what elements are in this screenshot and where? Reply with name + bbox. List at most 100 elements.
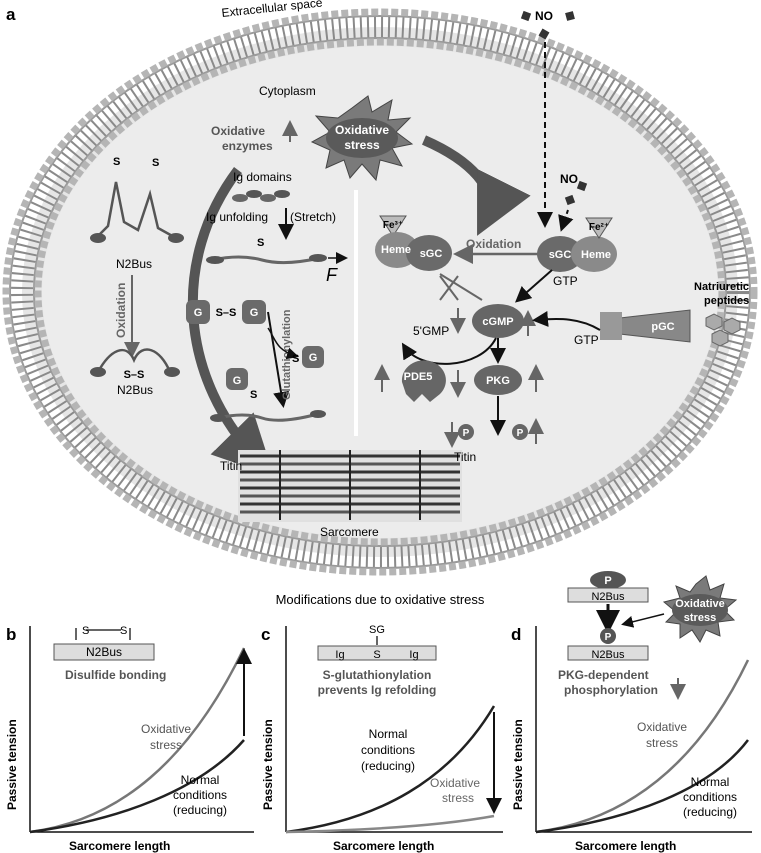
gssg-g-right: G (250, 307, 259, 319)
cgmp-label: cGMP (482, 316, 513, 328)
no-inner-arrow (558, 209, 574, 232)
no-inner-molecule-1 (576, 180, 588, 192)
glutathionylation-arrow (267, 311, 289, 408)
d-n2bus-bottom-label: N2Bus (591, 649, 625, 661)
gssg-ss-label: S–S (216, 307, 237, 319)
sarcomere (238, 450, 462, 522)
d-p-bottom-label: P (605, 632, 612, 643)
cgmp-degradation-arrow (401, 337, 497, 365)
c-s-label: S (373, 649, 380, 661)
n2bus-oxidized-strand (96, 348, 172, 373)
d-p-top-label: P (604, 575, 611, 587)
no-molecules (520, 10, 575, 40)
d-p-bottom-circle (600, 628, 616, 644)
gtp-pgc-label: GTP (574, 333, 599, 347)
pkg-node (474, 365, 522, 395)
d-label-2: phosphorylation (564, 683, 658, 697)
stretch-label: (Stretch) (290, 210, 336, 224)
b-lower-label-2: conditions (173, 788, 227, 802)
pgc-label: pGC (651, 321, 674, 333)
c-lower-curve (285, 814, 495, 834)
n2bus-oxidized-ig-left (90, 367, 106, 377)
b-upper-label-2: stress (150, 738, 182, 752)
no-top-label: NO (535, 9, 553, 23)
panel-b-letter: b (6, 625, 16, 644)
d-upper-label-1: Oxidative (637, 720, 687, 734)
glut-ig-left (210, 414, 226, 422)
n2bus-reduced-strand (95, 181, 177, 240)
c-ig-box (317, 645, 437, 661)
unfolded-titin-strand (211, 255, 321, 265)
ig-domains-label: Ig domains (233, 170, 292, 184)
pkg-label: PKG (486, 375, 510, 387)
sgc-to-cgmp-arrow (515, 269, 553, 303)
stress-to-sgc-arrow (422, 135, 531, 236)
glut-ig-right (310, 410, 326, 418)
c-upper-label-1: Normal (369, 727, 408, 741)
oxidative-stress-star (310, 95, 414, 182)
natriuretic-peptides-icon (705, 313, 741, 347)
d-stress-label-2: stress (684, 612, 716, 624)
d-lower-label-3: (reducing) (683, 805, 737, 819)
oxidative-enzymes-label-2: enzymes (222, 139, 273, 153)
figure-caption: Modifications due to oxidative stress (276, 592, 485, 607)
gsh-s-label: S (292, 353, 299, 365)
sgc-right-label: sGC (549, 249, 572, 261)
pgc-receptor (600, 309, 691, 343)
oxidized-sgc-link (439, 273, 483, 301)
oxidative-stress-label-1: Oxidative (335, 123, 389, 137)
force-label: F (326, 265, 338, 285)
sgc-oxidized (375, 215, 452, 271)
c-label-2: prevents Ig refolding (318, 683, 437, 697)
oxidative-enzymes-label-1: Oxidative (211, 124, 265, 138)
b-n2bus-label: N2Bus (86, 645, 122, 659)
pde5-node (401, 360, 446, 402)
pde5-label: PDE5 (404, 371, 433, 383)
panel-c-letter: c (261, 625, 270, 644)
n2bus-reduced-ig-right (168, 233, 184, 243)
blocked-x-icon (439, 275, 459, 301)
c-label-1: S-glutathionylation (323, 668, 432, 682)
oxidation-right-label: Oxidation (466, 237, 521, 251)
n2bus-s-left: S (113, 156, 120, 168)
gssg-g-left: G (194, 307, 203, 319)
gsh-g-label: G (309, 352, 318, 364)
d-stress-label-1: Oxidative (675, 598, 725, 610)
heme-right-label: Heme (581, 249, 611, 261)
fe3-label: Fe³⁺ (383, 220, 403, 231)
oxidative-stress-label-2: stress (344, 138, 380, 152)
oxidation-left-label: Oxidation (114, 283, 128, 338)
glutathionylated-strand (217, 412, 319, 422)
d-lower-label-1: Normal (691, 775, 730, 789)
gmp5-label: 5'GMP (413, 324, 449, 338)
b-s-right: S (120, 625, 127, 637)
n2bus-s-right: S (152, 157, 159, 169)
d-p-top-circle (590, 571, 626, 589)
c-ig-right: Ig (409, 649, 418, 661)
d-upper-curve (535, 659, 750, 834)
sarcomere-label: Sarcomere (320, 525, 379, 539)
n2bus-top-label: N2Bus (116, 257, 152, 271)
gssg-molecule (186, 300, 266, 324)
d-xlabel: Sarcomere length (575, 839, 676, 853)
natriuretic-label-1: Natriuretic (694, 281, 749, 293)
p-right-label: P (517, 428, 524, 439)
d-n2bus-bottom-box (567, 645, 649, 661)
b-disulfide-label: Disulfide bonding (65, 668, 166, 682)
b-lower-label-3: (reducing) (173, 803, 227, 817)
cgmp-node (472, 304, 524, 338)
panel-a-letter: a (6, 5, 16, 24)
d-ylabel: Passive tension (511, 719, 525, 810)
n2bus-oxidized-ig-right (164, 367, 180, 377)
d-n2bus-top-label: N2Bus (591, 591, 625, 603)
cytoplasm-label: Cytoplasm (259, 84, 316, 98)
b-s-left: S (82, 625, 89, 637)
p-left-label: P (463, 428, 470, 439)
d-stress-arrow (621, 613, 665, 628)
c-upper-label-2: conditions (361, 743, 415, 757)
p-left-circle (458, 424, 474, 440)
c-lower-label-1: Oxidative (430, 776, 480, 790)
gtp-sgc-label: GTP (553, 274, 578, 288)
n2bus-disulfide-label: S–S (124, 369, 145, 381)
